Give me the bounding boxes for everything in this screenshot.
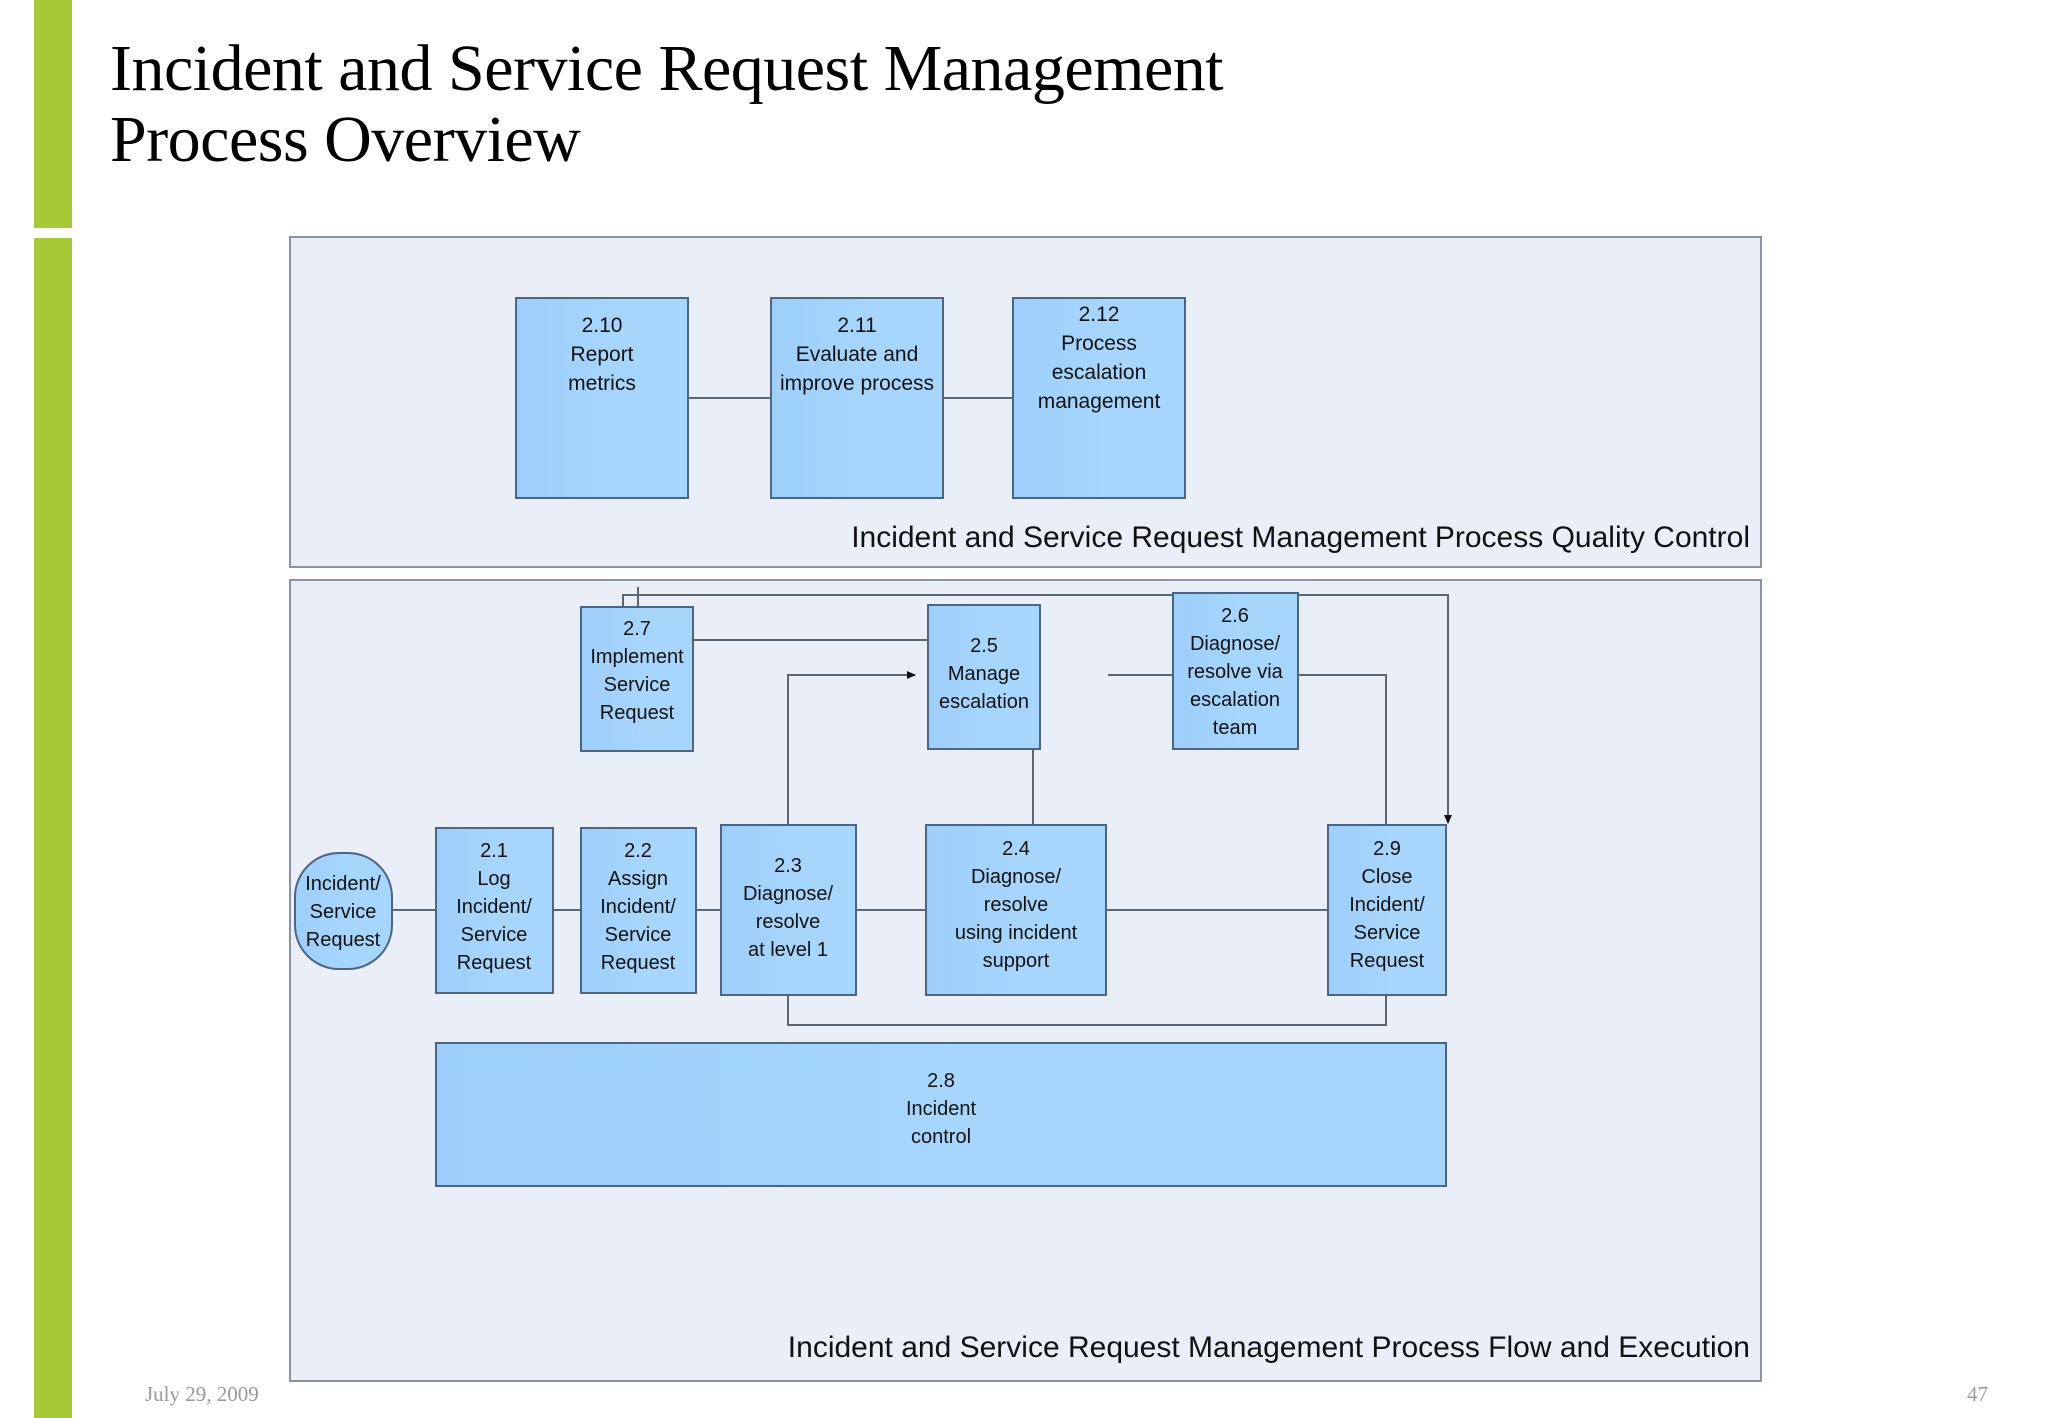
panel-quality-control: 2.10 Report metrics 2.11 Evaluate and im… [289,236,1762,568]
node-line: support [983,950,1050,972]
node-line: resolve [984,894,1048,916]
node-number: 2.2 [624,840,652,862]
edge-2-3-to-2-5 [787,671,916,825]
node-line: Incident/ [456,896,532,918]
node-line: at level 1 [748,939,828,961]
node-line: management [1038,390,1161,413]
node-line: escalation [1052,361,1147,384]
node-line: Diagnose/ [1190,633,1281,655]
node-number: 2.7 [623,618,651,640]
node-2-3[interactable]: 2.3 Diagnose/ resolve at level 1 [720,824,857,996]
node-line: metrics [568,372,636,395]
node-line: Service [605,924,672,946]
node-line: Diagnose/ [971,866,1062,888]
node-number: 2.10 [582,314,623,337]
node-2-10[interactable]: 2.10 Report metrics [515,297,689,499]
node-number: 2.8 [927,1070,955,1092]
node-line: Request [306,929,381,951]
node-line: Evaluate and [796,343,919,366]
panel-flow-execution: 2.7 Implement Service Request 2.5 Manage… [289,579,1762,1382]
node-2-4[interactable]: 2.4 Diagnose/ resolve using incident sup… [925,824,1107,996]
node-2-12[interactable]: 2.12 Process escalation management [1012,297,1186,499]
node-2-11[interactable]: 2.11 Evaluate and improve process [770,297,944,499]
node-2-7[interactable]: 2.7 Implement Service Request [580,606,694,752]
node-line: team [1213,717,1257,739]
node-line: Implement [590,646,684,668]
node-line: resolve [756,911,820,933]
node-2-6[interactable]: 2.6 Diagnose/ resolve via escalation tea… [1172,592,1299,750]
node-line: Service [604,674,671,696]
node-number: 2.1 [480,840,508,862]
node-line: Process [1061,332,1137,355]
node-line: escalation [1190,689,1280,711]
node-line: Incident/ [305,873,381,895]
node-2-5[interactable]: 2.5 Manage escalation [927,604,1041,750]
node-start-terminator[interactable]: Incident/ Service Request [294,852,393,970]
node-number: 2.6 [1221,605,1249,627]
node-line: Incident/ [1349,894,1425,916]
node-line: Service [1354,922,1421,944]
node-line: Incident [906,1098,976,1120]
node-line: using incident [955,922,1078,944]
panel-label-flow-execution: Incident and Service Request Management … [788,1331,1750,1364]
node-2-2[interactable]: 2.2 Assign Incident/ Service Request [580,827,697,994]
node-line: Request [1350,950,1425,972]
node-number: 2.5 [970,635,998,657]
process-diagram: 2.10 Report metrics 2.11 Evaluate and im… [288,235,1763,1383]
node-line: Request [457,952,532,974]
node-number: 2.11 [837,314,876,337]
edge-2-6-to-2-9 [1298,674,1387,825]
page-title: Incident and Service Request Management … [110,32,1224,176]
node-line: escalation [939,691,1029,713]
node-number: 2.9 [1373,838,1401,860]
edge-2-7-to-2-9 [622,594,1452,824]
node-line: resolve via [1187,661,1283,683]
node-number: 2.4 [1002,838,1030,860]
node-line: Request [601,952,676,974]
node-line: control [911,1126,971,1148]
accent-bar-top [34,0,72,228]
node-line: Assign [608,868,668,890]
node-line: Service [310,901,377,923]
node-line: Log [477,868,510,890]
panel-label-quality-control: Incident and Service Request Management … [851,521,1750,554]
node-line: Service [461,924,528,946]
node-number: 2.3 [774,855,802,877]
node-line: Diagnose/ [743,883,834,905]
footer-page-number: 47 [1967,1382,1988,1406]
footer-date: July 29, 2009 [145,1382,259,1406]
node-line: Manage [948,663,1020,685]
node-line: Request [600,702,675,724]
node-line: Close [1361,866,1412,888]
node-line: Report [570,343,633,366]
node-line: Incident/ [600,896,676,918]
node-line: improve process [780,372,934,395]
node-2-1[interactable]: 2.1 Log Incident/ Service Request [435,827,554,994]
node-2-9[interactable]: 2.9 Close Incident/ Service Request [1327,824,1447,996]
node-2-8[interactable]: 2.8 Incident control [435,1042,1447,1187]
accent-bar-bottom [34,238,72,1418]
edge-2-9-to-2-3 [787,995,1387,1026]
node-number: 2.12 [1079,303,1120,326]
